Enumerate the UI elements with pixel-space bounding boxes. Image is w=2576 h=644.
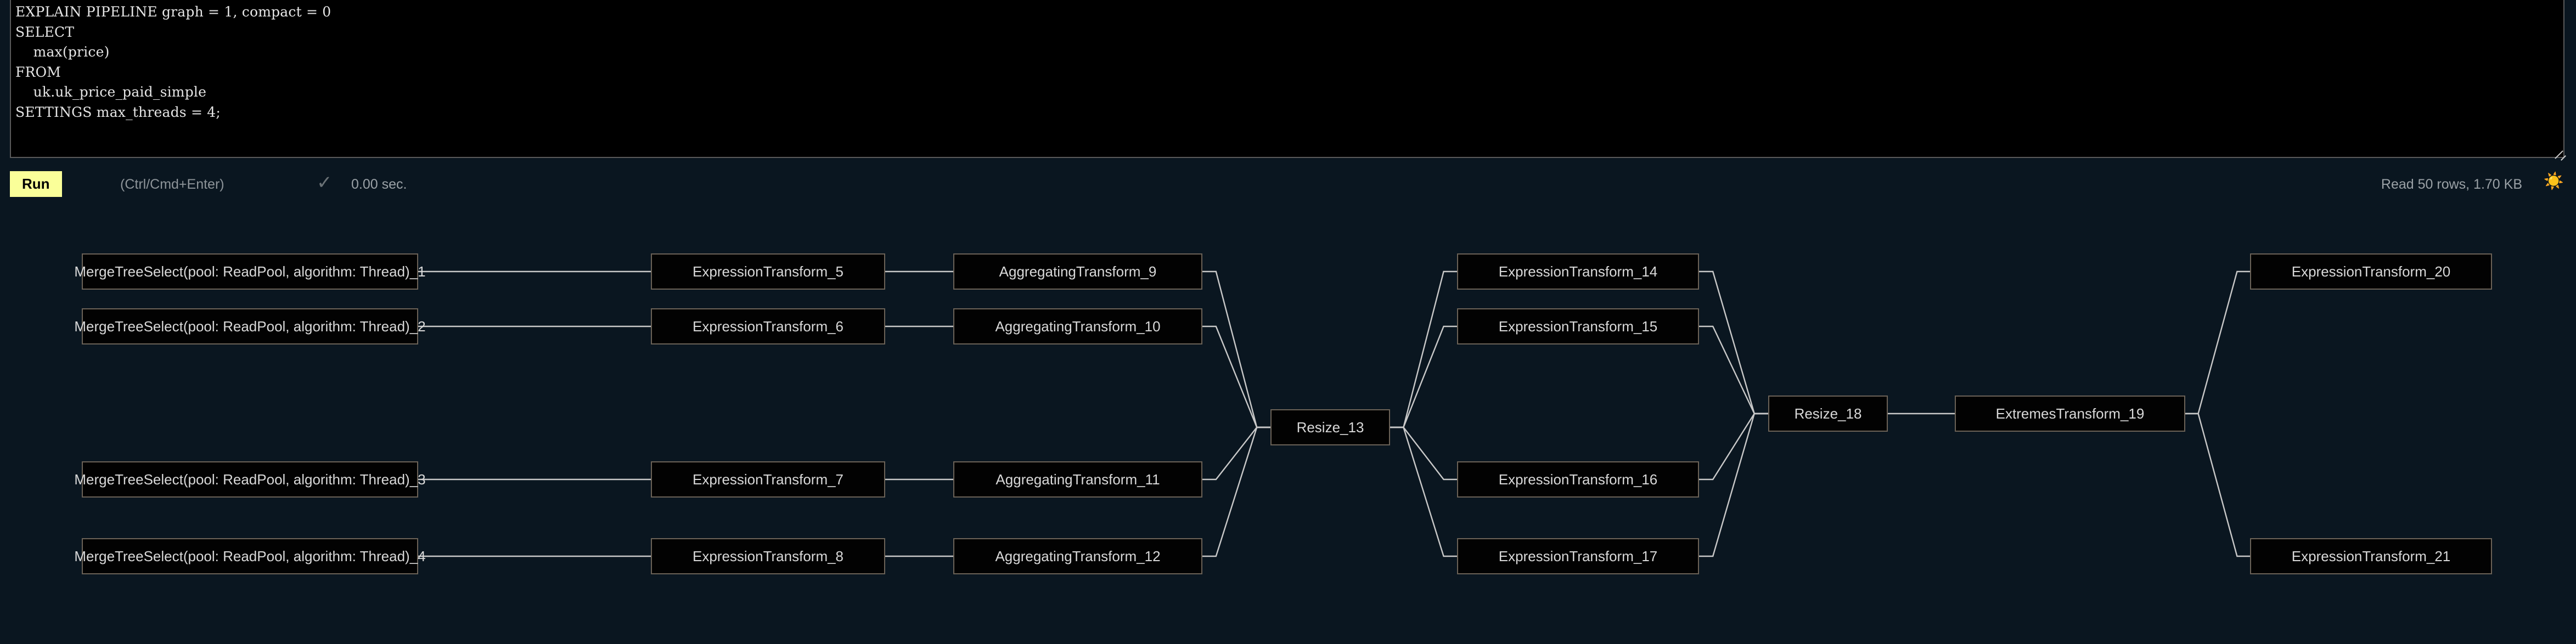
graph-edge-ex19-to-et21 bbox=[2185, 413, 2250, 557]
graph-node-mts3[interactable]: MergeTreeSelect(pool: ReadPool, algorith… bbox=[74, 461, 426, 498]
graph-node-label: AggregatingTransform_9 bbox=[999, 263, 1157, 280]
graph-edge-ag10-to-rs13 bbox=[1202, 325, 1270, 428]
graph-node-label: ExtremesTransform_19 bbox=[1995, 405, 2145, 422]
graph-node-et17[interactable]: ExpressionTransform_17 bbox=[1457, 538, 1699, 574]
graph-node-label: ExpressionTransform_17 bbox=[1498, 547, 1658, 564]
graph-node-mts4[interactable]: MergeTreeSelect(pool: ReadPool, algorith… bbox=[74, 538, 426, 574]
graph-node-ag11[interactable]: AggregatingTransform_11 bbox=[953, 461, 1202, 498]
graph-node-label: ExpressionTransform_14 bbox=[1498, 263, 1658, 280]
graph-edge-ag12-to-rs13 bbox=[1202, 426, 1270, 557]
graph-node-ag9[interactable]: AggregatingTransform_9 bbox=[953, 253, 1202, 290]
sql-query-input[interactable] bbox=[10, 0, 2564, 158]
graph-node-et7[interactable]: ExpressionTransform_7 bbox=[651, 461, 885, 498]
graph-node-mts2[interactable]: MergeTreeSelect(pool: ReadPool, algorith… bbox=[74, 308, 426, 344]
graph-edge-rs13-to-et16 bbox=[1390, 426, 1457, 481]
graph-edge-rs13-to-et17 bbox=[1390, 426, 1457, 557]
graph-edge-ex19-to-et20 bbox=[2185, 270, 2250, 415]
graph-node-label: ExpressionTransform_8 bbox=[692, 547, 844, 564]
graph-node-ag10[interactable]: AggregatingTransform_10 bbox=[953, 308, 1202, 344]
graph-node-label: MergeTreeSelect(pool: ReadPool, algorith… bbox=[74, 318, 426, 335]
graph-node-label: ExpressionTransform_20 bbox=[2291, 263, 2451, 280]
graph-node-ag12[interactable]: AggregatingTransform_12 bbox=[953, 538, 1202, 574]
graph-node-et14[interactable]: ExpressionTransform_14 bbox=[1457, 253, 1699, 290]
graph-node-label: ExpressionTransform_15 bbox=[1498, 318, 1658, 335]
graph-edge-ag9-to-rs13 bbox=[1202, 270, 1270, 428]
graph-node-et16[interactable]: ExpressionTransform_16 bbox=[1457, 461, 1699, 498]
success-check-icon: ✓ bbox=[317, 172, 333, 193]
graph-node-et15[interactable]: ExpressionTransform_15 bbox=[1457, 308, 1699, 344]
graph-edge-et17-to-rs18 bbox=[1699, 413, 1768, 557]
read-stats-label: Read 50 rows, 1.70 KB bbox=[2381, 177, 2522, 192]
graph-node-label: ExpressionTransform_7 bbox=[692, 471, 844, 488]
graph-edge-et16-to-rs18 bbox=[1699, 413, 1768, 481]
elapsed-time-label: 0.00 sec. bbox=[351, 177, 407, 192]
graph-node-label: Resize_18 bbox=[1794, 405, 1862, 422]
graph-node-label: MergeTreeSelect(pool: ReadPool, algorith… bbox=[74, 547, 426, 564]
graph-node-rs18[interactable]: Resize_18 bbox=[1768, 396, 1888, 432]
graph-node-label: ExpressionTransform_21 bbox=[2291, 547, 2451, 564]
graph-node-label: ExpressionTransform_5 bbox=[692, 263, 844, 280]
graph-node-et6[interactable]: ExpressionTransform_6 bbox=[651, 308, 885, 344]
graph-node-ex19[interactable]: ExtremesTransform_19 bbox=[1955, 396, 2185, 432]
graph-edge-ag11-to-rs13 bbox=[1202, 426, 1270, 481]
graph-node-label: AggregatingTransform_10 bbox=[995, 318, 1161, 335]
graph-node-label: MergeTreeSelect(pool: ReadPool, algorith… bbox=[74, 471, 426, 488]
pipeline-graph: MergeTreeSelect(pool: ReadPool, algorith… bbox=[0, 201, 2576, 644]
graph-edges bbox=[418, 270, 2250, 557]
graph-node-label: ExpressionTransform_16 bbox=[1498, 471, 1658, 488]
run-button[interactable]: Run bbox=[10, 171, 62, 197]
query-toolbar: Run (Ctrl/Cmd+Enter) ✓ 0.00 sec. Read 50… bbox=[0, 162, 2576, 201]
graph-node-et8[interactable]: ExpressionTransform_8 bbox=[651, 538, 885, 574]
run-shortcut-hint: (Ctrl/Cmd+Enter) bbox=[120, 177, 224, 192]
graph-node-et21[interactable]: ExpressionTransform_21 bbox=[2250, 538, 2492, 574]
sun-icon[interactable]: ☀️ bbox=[2543, 172, 2564, 190]
graph-node-label: AggregatingTransform_11 bbox=[995, 471, 1160, 488]
graph-edge-et14-to-rs18 bbox=[1699, 270, 1768, 415]
graph-node-label: AggregatingTransform_12 bbox=[995, 547, 1161, 564]
graph-edge-rs13-to-et14 bbox=[1390, 270, 1457, 428]
graph-node-et20[interactable]: ExpressionTransform_20 bbox=[2250, 253, 2492, 290]
graph-edge-rs13-to-et15 bbox=[1390, 325, 1457, 428]
graph-node-rs13[interactable]: Resize_13 bbox=[1270, 409, 1390, 445]
graph-node-mts1[interactable]: MergeTreeSelect(pool: ReadPool, algorith… bbox=[74, 253, 426, 290]
graph-node-label: Resize_13 bbox=[1296, 419, 1364, 436]
graph-edge-et15-to-rs18 bbox=[1699, 325, 1768, 415]
graph-node-label: MergeTreeSelect(pool: ReadPool, algorith… bbox=[74, 263, 426, 280]
graph-node-label: ExpressionTransform_6 bbox=[692, 318, 844, 335]
graph-node-et5[interactable]: ExpressionTransform_5 bbox=[651, 253, 885, 290]
sql-editor-region bbox=[0, 0, 2576, 162]
